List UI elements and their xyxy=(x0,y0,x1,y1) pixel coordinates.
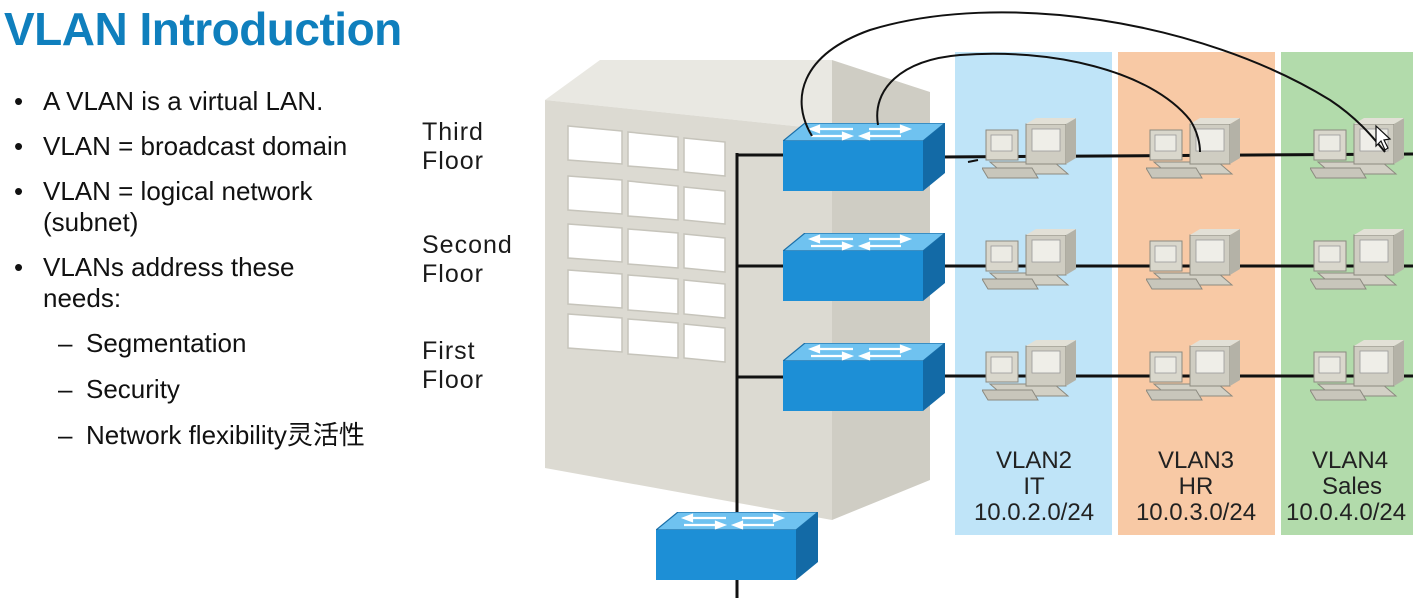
vlan-name-label: VLAN3 xyxy=(1158,447,1234,474)
bullet-text: VLAN = logical network (subnet) xyxy=(43,176,313,237)
sub-bullet-item: –Network flexibility灵活性 xyxy=(58,420,365,450)
bullet-list: •A VLAN is a virtual LAN. •VLAN = broadc… xyxy=(12,86,372,466)
network-switch-icon xyxy=(783,233,945,301)
floor-label-second: Second Floor xyxy=(422,231,513,288)
floor-label-first: First Floor xyxy=(422,337,484,394)
sub-bullet-item: –Segmentation xyxy=(58,328,247,358)
mouse-cursor-icon xyxy=(1375,124,1392,151)
network-switch-icon xyxy=(783,343,945,411)
vlan-subnet-label: 10.0.3.0/24 xyxy=(1136,499,1256,526)
bullet-text: VLANs address these needs: xyxy=(43,252,295,313)
vlan-name-label: VLAN2 xyxy=(996,447,1072,474)
slide-title: VLAN Introduction xyxy=(4,3,402,55)
vlan-name-label: VLAN4 xyxy=(1312,447,1388,474)
bullet-item: •VLAN = broadcast domain xyxy=(14,131,348,161)
bullet-item: •A VLAN is a virtual LAN. xyxy=(14,86,324,116)
network-switch-icon xyxy=(783,123,945,191)
sub-bullet-text: Segmentation xyxy=(86,328,247,358)
sub-bullet-text: Security xyxy=(86,374,180,404)
handdrawn-annotation xyxy=(800,11,1386,163)
bullet-item: •VLANs address these needs: xyxy=(14,252,295,313)
sub-bullet-item: –Security xyxy=(58,374,180,404)
vlan-subnet-label: 10.0.2.0/24 xyxy=(974,499,1094,526)
bullet-text: VLAN = broadcast domain xyxy=(43,131,348,161)
bullet-item: •VLAN = logical network (subnet) xyxy=(14,176,313,237)
network-switch-icon xyxy=(656,512,818,580)
vlan-subnet-label: 10.0.4.0/24 xyxy=(1286,499,1406,526)
floor-label-third: Third Floor xyxy=(422,118,484,175)
vlan-dept-label: IT xyxy=(1023,473,1045,500)
vlan-dept-label: HR xyxy=(1179,473,1214,500)
vlan-dept-label: Sales xyxy=(1322,473,1382,500)
bullet-text: A VLAN is a virtual LAN. xyxy=(43,86,324,116)
sub-bullet-text: Network flexibility灵活性 xyxy=(86,420,365,450)
